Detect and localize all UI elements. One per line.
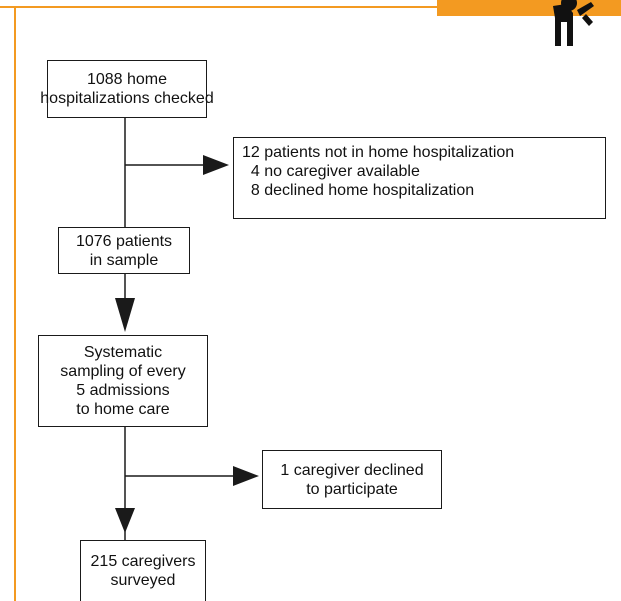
flow-box-declined: 1 caregiver declined to participate <box>262 450 442 509</box>
flow-box-checked: 1088 home hospitalizations checked <box>40 60 214 118</box>
left-border <box>14 6 16 601</box>
arrowhead <box>115 298 135 332</box>
flow-box-excluded: 12 patients not in home hospitalization … <box>233 137 606 219</box>
flow-box-surveyed: 215 caregivers surveyed <box>80 540 206 601</box>
arrowhead <box>203 155 229 175</box>
person-figure-icon <box>553 0 594 46</box>
arrowhead <box>233 466 259 486</box>
flow-box-sampling: Systematic sampling of every 5 admission… <box>38 335 208 427</box>
flow-box-sample: 1076 patients in sample <box>58 227 190 274</box>
top-border <box>0 0 621 8</box>
arrowhead <box>115 508 135 533</box>
